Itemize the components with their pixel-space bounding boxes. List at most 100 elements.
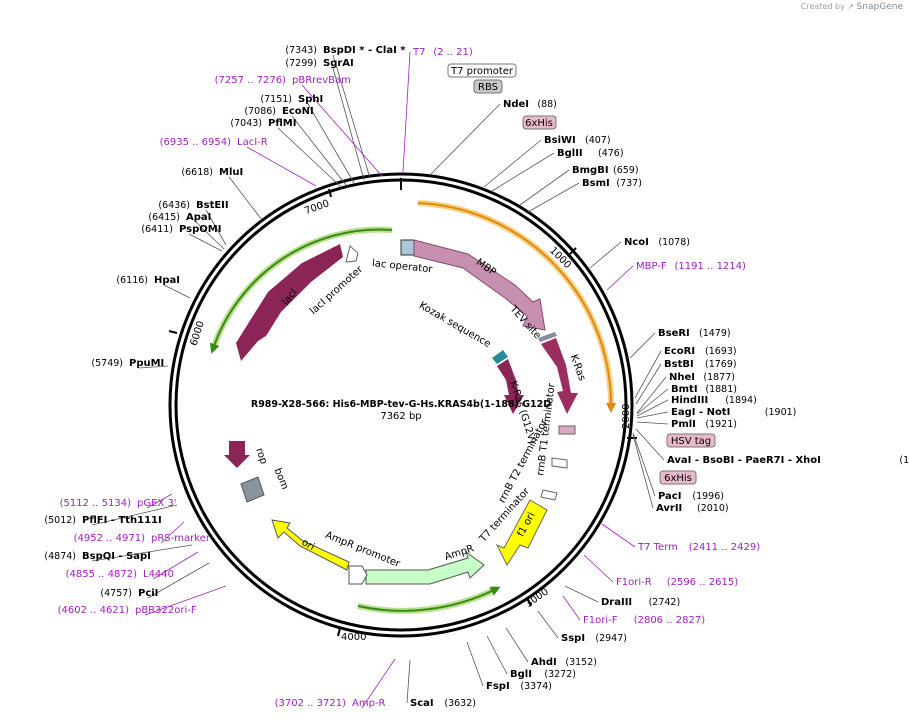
connector: [635, 363, 662, 405]
right-label-20: F1ori-R(2596 .. 2615): [616, 577, 738, 588]
right-label-8: BseRI (1479): [658, 328, 731, 339]
connector: [606, 265, 634, 291]
site-name: PflFI - Tth111I: [82, 515, 162, 526]
connector: [564, 585, 599, 603]
connector: [361, 658, 396, 709]
site-name: BglI: [510, 669, 532, 680]
site-position: (7086): [244, 106, 276, 117]
connector: [188, 233, 223, 252]
left-label-17: L4440(4855 .. 4872): [66, 569, 174, 580]
left-label-7: MluI (6618): [181, 167, 243, 178]
site-position: (1479): [699, 328, 731, 339]
site-position: (1881): [705, 384, 737, 395]
brand-prefix: Created by: [800, 2, 845, 11]
connector: [466, 641, 484, 687]
site-position: (1693): [705, 346, 737, 357]
his6-top-box: 6xHis: [522, 115, 557, 130]
connector: [160, 521, 185, 544]
right-label-21: DraIII(2742): [601, 597, 680, 608]
site-name: NheI: [669, 372, 695, 383]
site-name: MluI: [219, 167, 243, 178]
connector: [195, 221, 225, 250]
connector: [147, 562, 210, 599]
site-position: (6116): [116, 275, 148, 286]
site-position: (1901): [765, 407, 797, 418]
connector: [163, 284, 191, 299]
connector: [636, 376, 667, 414]
ampr-feature: [365, 550, 485, 585]
site-position: (4952 .. 4971): [74, 533, 146, 544]
connector: [601, 523, 636, 548]
right-label-2: BsiWI(407): [544, 135, 611, 146]
kras-g12v-feature: [497, 359, 524, 414]
connector: [562, 595, 581, 621]
left-label-2: pBRrevBam(7257 .. 7276): [215, 75, 351, 86]
site-name: DraIII: [601, 597, 632, 608]
connector: [246, 146, 317, 187]
right-label-19: T7 Term(2411 .. 2429): [637, 542, 760, 553]
right-label-26: FspI(3374): [486, 681, 552, 692]
site-name: EcoNI: [282, 106, 314, 117]
site-position: (88): [537, 99, 557, 110]
site-name: PflMI: [268, 118, 296, 129]
site-position: (6436): [158, 200, 190, 211]
connector: [402, 51, 411, 173]
connector: [632, 434, 654, 509]
rop-feature: [224, 441, 250, 468]
left-label-15: pRS-marker(4952 .. 4971): [74, 533, 211, 544]
lac-operator-feature: [400, 239, 415, 256]
site-position: (4874): [44, 551, 76, 562]
left-label-10: PspOMI(6411): [141, 224, 221, 235]
right-label-10: BstBI(1769): [664, 359, 737, 370]
site-name: HpaI: [154, 275, 180, 286]
site-name: NcoI: [624, 237, 649, 248]
site-name: AvaI - BsoBI - PaeR7I - XhoI: [667, 455, 821, 466]
kras-label: K-Ras: [568, 353, 588, 382]
t7-promoter-box: T7 promoter: [447, 63, 517, 78]
hsv-tag-box: HSV tag: [666, 433, 716, 448]
site-name: pBR322ori-F: [135, 605, 197, 616]
left-label-4: EcoNI (7086): [244, 106, 313, 117]
site-name: PciI: [138, 588, 158, 599]
site-position: (6935 .. 6954): [160, 137, 232, 148]
site-name: ApaI: [186, 212, 211, 223]
site-name: BsmI: [582, 178, 610, 189]
laci-feature: [236, 244, 343, 361]
connector: [406, 659, 411, 704]
left-label-16: BspQI - SapI(4874): [44, 551, 151, 562]
brand-name: SnapGene: [856, 2, 903, 12]
plasmid-name: R989-X28-566: His6-MBP-tev-G-Hs.KRAS4b(1…: [251, 399, 551, 410]
site-position: (1877): [703, 372, 735, 383]
connector: [91, 504, 178, 526]
site-position: (5112 .. 5134): [60, 498, 132, 509]
site-position: (7257 .. 7276): [215, 75, 287, 86]
site-name: SspI: [561, 633, 585, 644]
connector: [583, 554, 614, 583]
connector: [146, 493, 173, 509]
rbs-label: RBS: [478, 82, 498, 93]
site-name: BmtI: [671, 384, 698, 395]
site-name: BseRI: [658, 328, 690, 339]
site-name: FspI: [486, 681, 510, 692]
right-label-6: NcoI(1078): [624, 237, 690, 248]
site-position: (2596 .. 2615): [667, 577, 739, 588]
rrnb-t2-feature: [551, 457, 568, 469]
connector: [527, 182, 580, 213]
site-position: (6411): [141, 224, 173, 235]
connector: [636, 388, 669, 415]
connector: [629, 332, 656, 359]
right-label-0: T7(2 .. 21): [412, 47, 473, 58]
connector: [636, 399, 669, 417]
site-position: (3632): [444, 698, 476, 709]
connector: [152, 551, 199, 580]
kras-feature: [541, 338, 578, 414]
right-label-17: PacI(1996): [658, 491, 724, 502]
site-name: pGEX 3': [137, 498, 177, 509]
site-position: (407): [585, 135, 611, 146]
site-position: (4757): [100, 588, 132, 599]
site-position: (6618): [181, 167, 213, 178]
site-position: (1894): [725, 395, 757, 406]
left-label-20: Amp-R(3702 .. 3721): [275, 698, 386, 709]
site-position: (4855 .. 4872): [66, 569, 138, 580]
site-name: MBP-F: [636, 261, 667, 272]
